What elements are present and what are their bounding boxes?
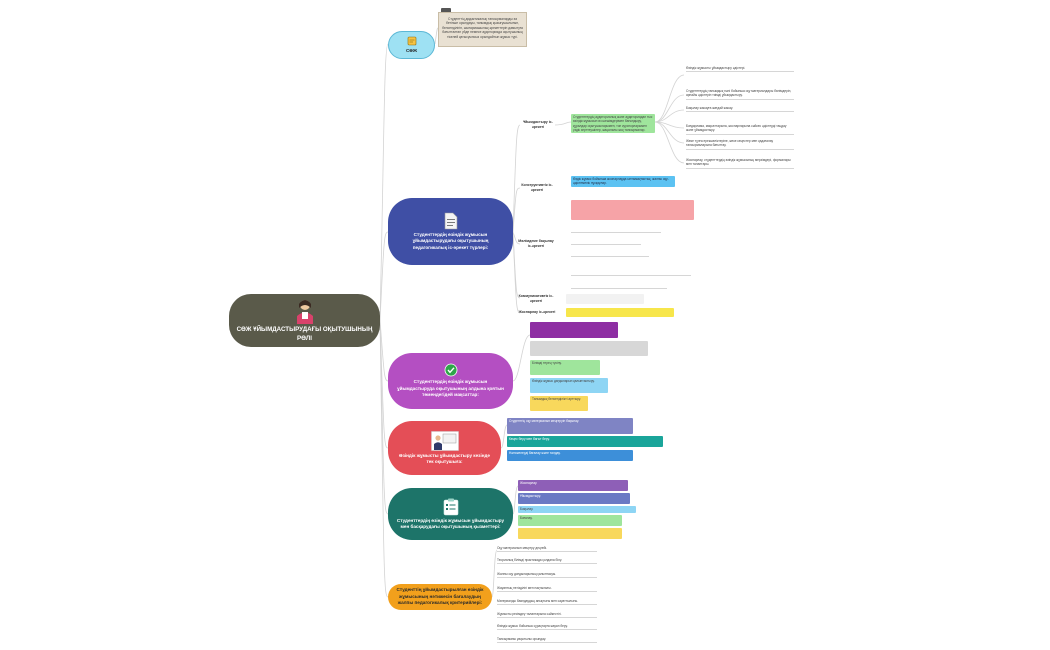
branch-teacher-role[interactable]: Өзіндік жұмысты ұйымдастыру кезінде тек … — [388, 421, 501, 475]
leaf-b5-2: Жалпы оқу дағдыларының қалыптасуы. — [497, 572, 597, 579]
leaf-b1-extra3 — [571, 236, 641, 245]
leaf-b4-1: Ұйымдастыру. — [518, 493, 630, 504]
link-b2-leaves — [512, 334, 531, 382]
link-b5 — [379, 319, 389, 598]
link-b3-leaves — [500, 424, 508, 449]
leaf-b1-extra8 — [566, 308, 674, 317]
teacher-icon — [294, 298, 316, 325]
presenter-icon — [430, 430, 459, 451]
leaf-b3-2: Нәтижелерді бағалау және талдау. — [507, 450, 633, 461]
leaf-b1-extra7 — [566, 294, 644, 304]
leaf-b5-4: Материалды баяндаудың анықтығы мен сауат… — [497, 599, 597, 606]
soj-label: СӨЖ — [405, 47, 418, 53]
link-s1-far2 — [654, 94, 685, 123]
leaf-b2-head — [530, 322, 618, 338]
leaf-b2-gray — [530, 341, 648, 356]
link-b1-s2 — [512, 187, 521, 233]
sub-organizing[interactable]: Ұйымдастыру іс-әрекеті — [523, 120, 553, 129]
link-s1-far3 — [654, 109, 685, 123]
link-note — [434, 27, 439, 45]
link-b1-s1 — [512, 124, 521, 233]
leaf-b4-3: Бағалау. — [518, 515, 622, 526]
link-b1-s3 — [512, 231, 521, 245]
document-icon — [444, 212, 458, 230]
link-b1-s5 — [512, 231, 521, 314]
leaf-b2-2: Танымдық белсенділікті арттыру. — [530, 396, 588, 411]
root-node[interactable]: СӨЖ ҰЙЫМДАСТЫРУДАҒЫ ОҚЫТУШЫНЫҢ РӨЛІ — [229, 294, 380, 347]
leaf-b2-1: Өзіндік жұмыс дағдыларын қалыптастыру. — [530, 378, 608, 393]
leaf-b2-0: Білімді терең түсіну. — [530, 360, 600, 375]
branch4-label: Студенттердің өзіндік жұмысын ұйымдастыр… — [396, 517, 505, 529]
branch2-label: Студенттердің өзіндік жұмысын ұйымдастыр… — [397, 379, 504, 398]
branch3-label: Өзіндік жұмысты ұйымдастыру кезінде тек … — [399, 452, 490, 464]
leaf-b1-extra1 — [571, 200, 694, 220]
leaf-b1-3: Бақылау жасауға жағдай жасау. — [686, 106, 794, 113]
leaf-b5-5: Жұмысты ресімдеу талаптарына сәйкестігі. — [497, 612, 597, 619]
leaf-b4-2: Бақылау. — [518, 506, 636, 513]
sub-constructive[interactable]: Конструктивтік іс-әрекеті — [521, 183, 553, 192]
root-title: СӨЖ ҰЙЫМДАСТЫРУДАҒЫ ОҚЫТУШЫНЫҢ РӨЛІ — [236, 326, 373, 342]
leaf-b1-7: Өздік жұмыс бойынша жоспарлауда ынтымақт… — [571, 176, 675, 187]
leaf-b3-0: Студенттің оқу материалын меңгеруін бақы… — [507, 418, 633, 434]
link-b5-leaves — [491, 549, 498, 598]
leaf-b1-4: Бағдарлама, мақсаттарына, жоспарларына с… — [686, 124, 794, 135]
leaf-b5-7: Тапсырманы уақытылы орындау. — [497, 637, 597, 644]
leaf-b5-3: Жауаптың негізділігі мен нақтылығы. — [497, 586, 597, 593]
branch-criteria[interactable]: Студенттің ұйымдастырылған өзіндік жұмыс… — [388, 584, 492, 610]
note-tab — [441, 8, 451, 13]
soj-node[interactable]: СӨЖ — [388, 31, 435, 59]
link-soj — [379, 43, 389, 321]
leaf-b1-1: Өзіндік жұмысты ұйымдастыру әдістері. — [686, 66, 794, 73]
sub-control[interactable]: Мөлімдеме бақылау іс-әрекеті — [518, 239, 554, 248]
leaf-b5-1: Теориялық білімді практикада қолдана біл… — [497, 558, 597, 565]
check-icon — [444, 363, 458, 377]
branch-goals[interactable]: Студенттердің өзіндік жұмысын ұйымдастыр… — [388, 353, 513, 409]
leaf-b1-6: Жоспарлау, студенттердің өзіндік жұмысын… — [686, 158, 794, 169]
link-s1-leaves — [554, 121, 572, 126]
sub-planning[interactable]: Жоспарлау іс-әрекеті — [518, 310, 556, 314]
branch-activity-types[interactable]: Студенттердің өзіндік жұмысын ұйымдастыр… — [388, 198, 513, 265]
leaf-b1-extra4 — [571, 248, 649, 257]
clipboard-icon — [443, 498, 459, 516]
note-icon — [407, 36, 417, 46]
link-b4-leaves — [512, 485, 519, 515]
soj-note: Студенттің дидактикалық тапсырмаларды өз… — [438, 12, 527, 47]
leaf-b1-extra5 — [571, 262, 691, 276]
leaf-b1-extra6 — [571, 281, 667, 289]
leaf-b1-extra2 — [571, 224, 661, 233]
link-b2 — [379, 319, 389, 382]
leaf-b3-1: Кеңес беру мен бағыт беру. — [507, 436, 663, 447]
sub-communicative[interactable]: Коммуникативтік іс-әрекеті — [518, 294, 554, 303]
link-s1-far — [654, 74, 685, 123]
leaf-b1-2: Студенттердің танымдық пәні бойынша оқу … — [686, 89, 794, 100]
leaf-b5-0: Оқу материалын меңгеру деңгейі. — [497, 546, 597, 553]
branch5-label: Студенттің ұйымдастырылған өзіндік жұмыс… — [396, 587, 484, 606]
leaf-b1-5: Жеке тұлға ерекшеліктеріне, жеке кеңесте… — [686, 139, 794, 150]
branch-functions[interactable]: Студенттердің өзіндік жұмысын ұйымдастыр… — [388, 488, 513, 540]
link-b1 — [379, 231, 389, 321]
leaf-b1-0: Студенттердің аудиториялық және аудитори… — [571, 114, 655, 134]
leaf-b4-0: Жоспарлау. — [518, 480, 628, 491]
branch1-label: Студенттердің өзіндік жұмысын ұйымдастыр… — [412, 231, 489, 250]
link-s1-far6 — [654, 121, 685, 164]
leaf-b4-extra — [518, 528, 622, 539]
leaf-b5-6: Өзіндік жұмыс бойынша сұрақтарға жауап б… — [497, 624, 597, 631]
